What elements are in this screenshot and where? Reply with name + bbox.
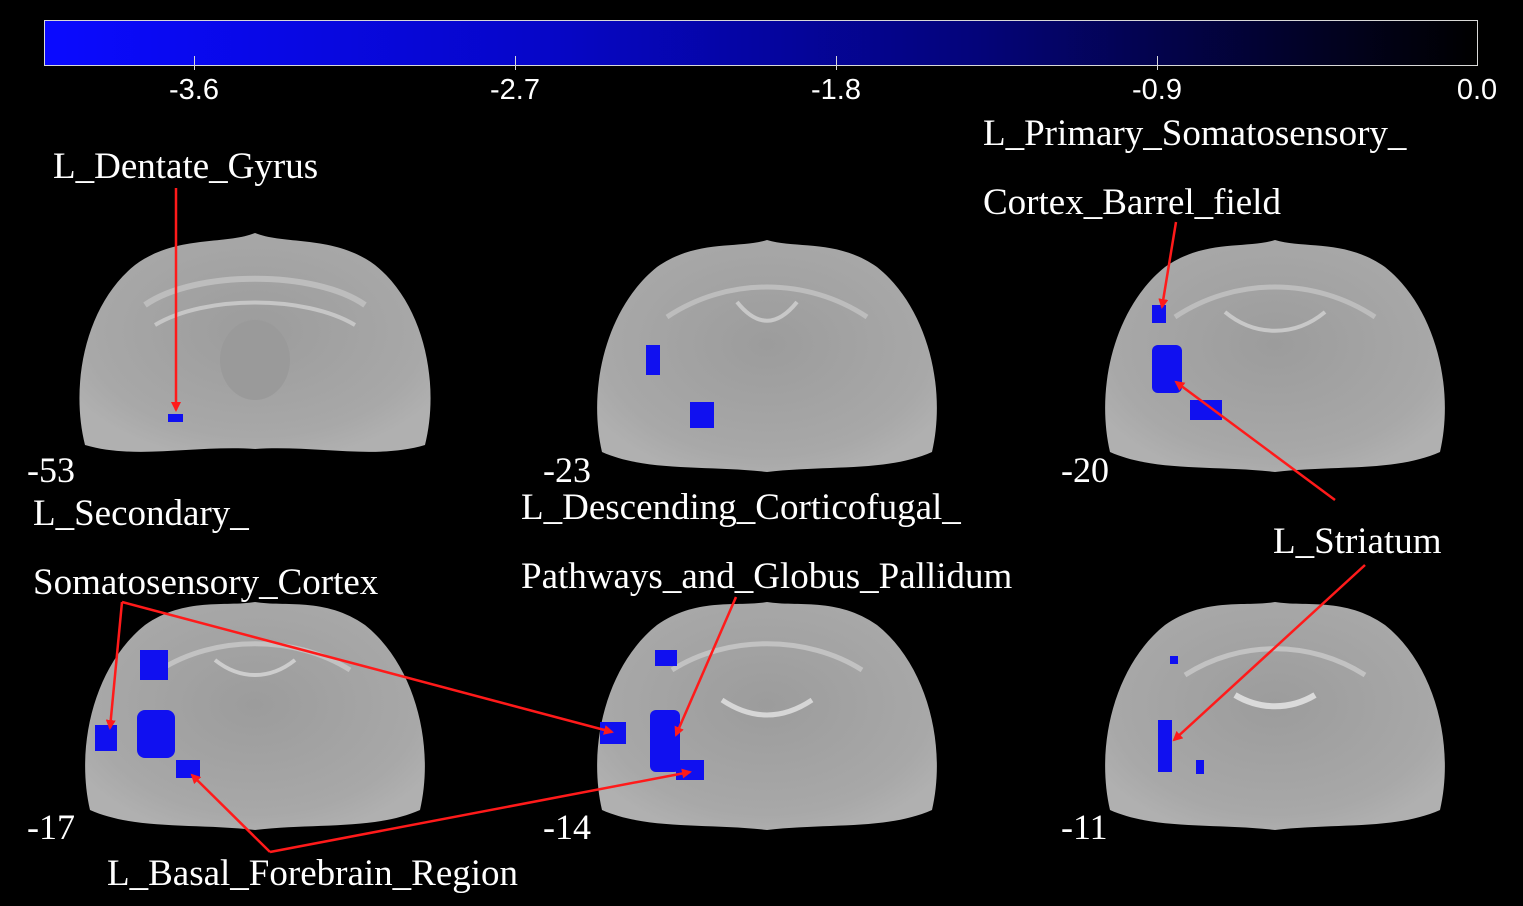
colorbar-tick [836,56,837,70]
activation-blob [646,345,660,375]
activation-blob [676,760,704,780]
brain-slice-1 [79,233,431,452]
label-descending-2: Pathways_and_Globus_Pallidum [521,556,1013,597]
activation-blob [650,710,680,772]
colorbar-tick-label: -2.7 [490,74,540,106]
activation-blob [95,725,117,751]
activation-blob [1152,345,1182,393]
arrow-basal-1 [190,773,271,853]
activation-blob [137,710,175,758]
colorbar-tick [1157,56,1158,70]
label-primary-somatosensory-2: Cortex_Barrel_field [983,182,1281,223]
activation-blob [168,414,183,422]
colorbar-tick-label: 0.0 [1456,74,1498,106]
colorbar-tick [515,56,516,70]
activation-blob [1152,305,1166,323]
label-secondary-somatosensory-2: Somatosensory_Cortex [33,562,379,603]
brain-slice-5 [597,602,937,830]
label-striatum: L_Striatum [1273,521,1442,562]
activation-blob [140,650,168,680]
arrow-secondary-1 [105,601,124,730]
slice-number: -14 [543,807,591,847]
arrow-basal-2 [269,768,692,854]
colorbar [44,20,1478,66]
activation-blob [1158,720,1172,772]
slice-number: -23 [543,450,591,490]
label-secondary-somatosensory-1: L_Secondary_ [33,493,249,534]
activation-blob [690,402,714,428]
slice-number: -11 [1061,807,1108,847]
arrow-secondary-2 [121,600,614,735]
arrow-descending [674,596,738,737]
slice-number: -20 [1061,450,1109,490]
colorbar-tick [194,56,195,70]
label-dentate-gyrus: L_Dentate_Gyrus [53,146,319,187]
activation-blob [600,722,626,744]
slice-number: -53 [27,450,75,490]
label-primary-somatosensory-1: L_Primary_Somatosensory_ [983,113,1407,154]
slice-number: -17 [27,807,75,847]
arrow-striatum-2 [1172,564,1366,742]
label-basal-forebrain: L_Basal_Forebrain_Region [107,853,519,894]
activation-blob [176,760,200,778]
colorbar-tick-label: -3.6 [169,74,219,106]
activation-blob [655,650,677,666]
activation-blob [1170,656,1178,664]
annotation-arrows [105,188,1366,854]
label-descending-1: L_Descending_Corticofugal_ [521,487,961,528]
activation-blob [1190,400,1222,420]
colorbar-tick-label: -0.9 [1132,74,1182,106]
brain-slice-2 [597,240,937,472]
activation-blob [1196,760,1204,774]
arrow-striatum-1 [1174,380,1336,502]
brain-slice-6 [1105,602,1445,830]
arrow-barrel-field [1158,221,1178,309]
colorbar-tick-label: -1.8 [811,74,861,106]
